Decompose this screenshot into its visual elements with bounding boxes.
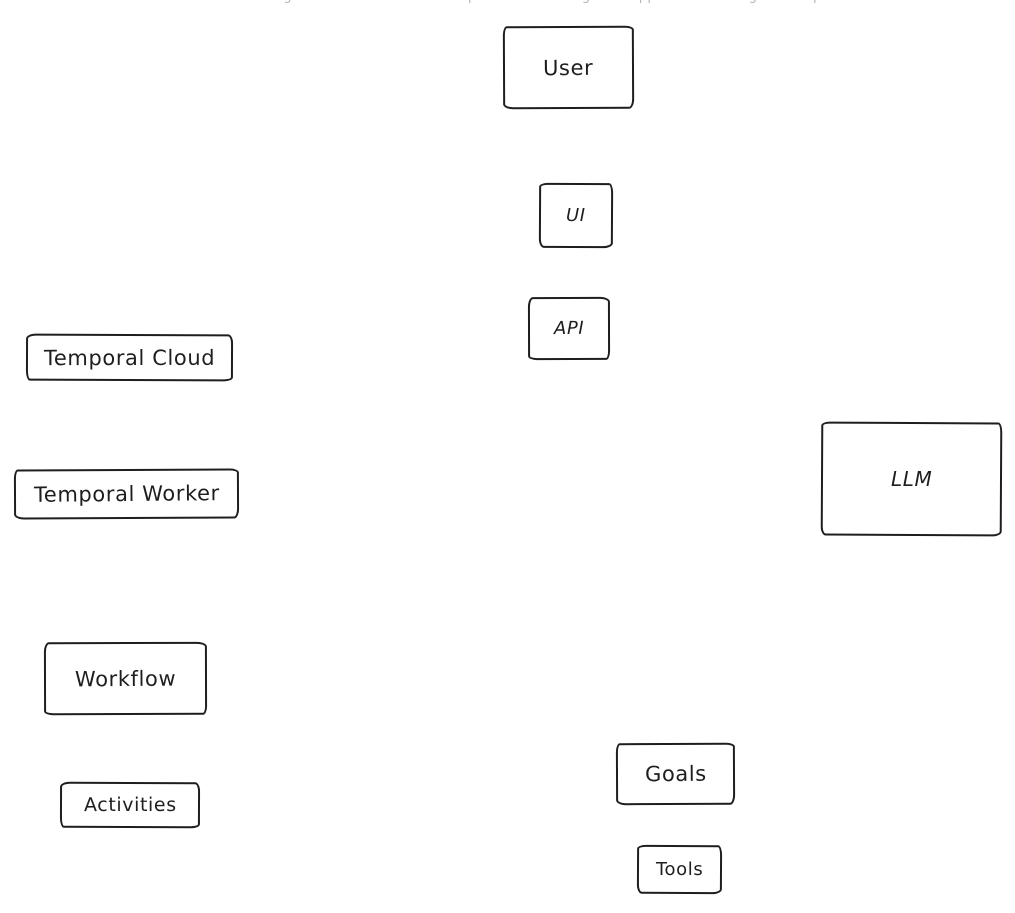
node-label-llm: LLM [890,467,933,491]
node-label-activities: Activities [83,793,177,817]
node-api: API [527,296,611,361]
clipped-caption-text: This diagram shows how a user request fl… [230,0,868,4]
node-temporal-cloud: Temporal Cloud [25,333,234,382]
node-temporal-worker: Temporal Worker [13,468,240,520]
node-label-temporal-worker: Temporal Worker [33,481,220,507]
node-llm: LLM [820,421,1003,537]
node-label-workflow: Workflow [74,666,177,691]
node-label-tools: Tools [655,859,704,880]
node-ui: UI [538,182,614,249]
node-label-temporal-cloud: Temporal Cloud [43,345,216,370]
node-workflow: Workflow [43,641,208,716]
node-label-user: User [543,55,594,80]
node-label-api: API [553,317,585,340]
node-activities: Activities [59,781,201,829]
node-user: User [502,25,635,110]
node-label-goals: Goals [644,761,707,787]
node-goals: Goals [615,742,736,806]
node-tools: Tools [636,844,723,895]
node-label-ui: UI [566,205,586,226]
